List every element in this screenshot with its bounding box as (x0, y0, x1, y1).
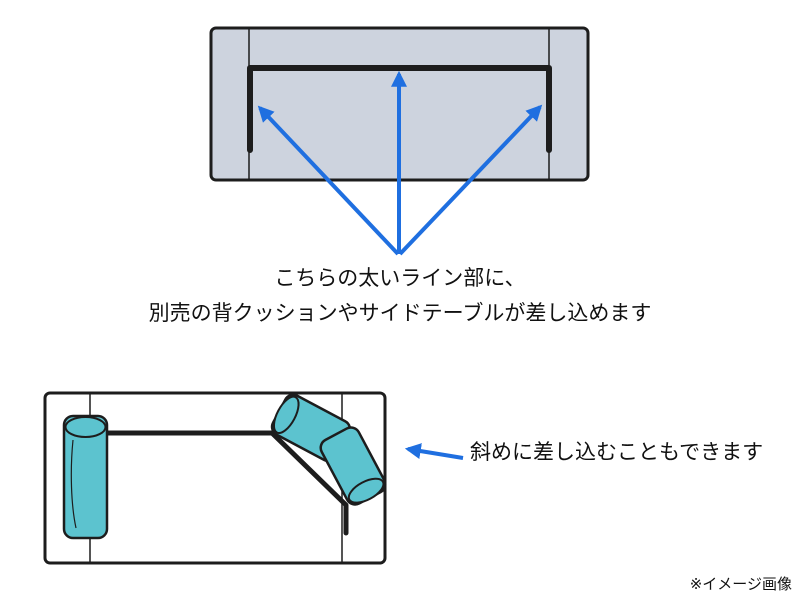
side-cushion-end (64, 416, 107, 438)
pointer-arrows (257, 70, 543, 256)
diagonal-caption: 斜めに差し込むこともできます (470, 440, 764, 464)
top-sofa-thick-rail (247, 65, 552, 153)
arrow-to-left-rail (257, 105, 400, 256)
bottom-sofa-thick-rail (97, 430, 349, 536)
diagonal-back-cushion-lower-end (347, 477, 385, 504)
diagonal-back-cushion-upper-end (272, 395, 300, 435)
side-cushion (62, 414, 109, 540)
caption-line-2: 別売の背クッションやサイドテーブルが差し込めます (148, 301, 652, 325)
caption-line-1: こちらの太いライン部に、 (274, 266, 526, 290)
side-cushion-crease (70, 439, 77, 529)
bottom-sofa (43, 391, 387, 565)
diagonal-back-cushion (270, 393, 387, 506)
image-note: ※イメージ画像 (689, 575, 792, 593)
arrow-to-right-rail (398, 104, 543, 256)
arrow-to-diagonal-cushion (404, 443, 464, 460)
